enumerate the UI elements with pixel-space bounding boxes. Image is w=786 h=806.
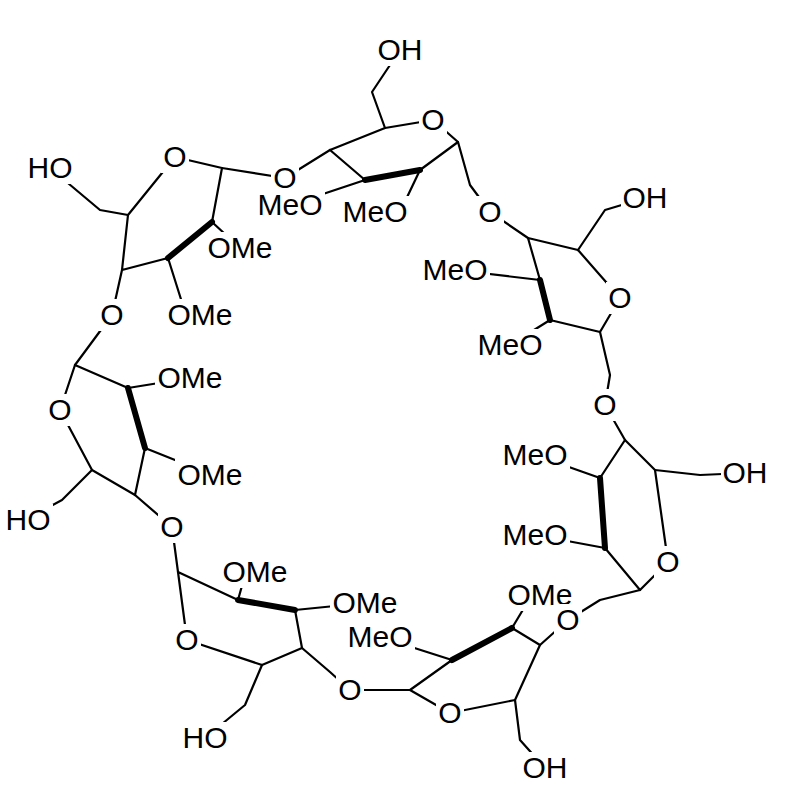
atom-label: O [554, 604, 581, 636]
ring-bonds [410, 628, 540, 713]
atom-label: OMe [165, 299, 234, 331]
bold-bond [540, 280, 550, 320]
bold-bond [128, 388, 145, 448]
atom-label: MeO [255, 189, 324, 221]
substituent-bonds [285, 50, 490, 212]
bold-bond [452, 628, 512, 660]
substituent-bonds [25, 315, 200, 527]
atom-label: O [336, 674, 363, 706]
atom-label: O [173, 624, 200, 656]
atom-label: O [98, 299, 125, 331]
atom-label: O [46, 394, 73, 426]
atom-label: HO [181, 722, 230, 754]
atom-label: OMe [220, 556, 289, 588]
substituent-bonds [455, 198, 645, 405]
atom-label: MeO [340, 196, 409, 228]
atom-label: O [654, 546, 681, 578]
atom-label: O [476, 196, 503, 228]
atom-label: OMe [330, 587, 399, 619]
atom-label: OH [721, 457, 770, 489]
atom-label: OMe [175, 459, 244, 491]
atom-label: OMe [155, 362, 224, 394]
bold-bond [600, 478, 605, 548]
atom-label: O [419, 104, 446, 136]
bold-bond [238, 600, 295, 610]
atom-label: MeO [420, 254, 489, 286]
atom-label: O [161, 141, 188, 173]
atom-label: O [436, 697, 463, 729]
atom-label: O [606, 282, 633, 314]
atom-label: OH [521, 752, 570, 784]
atom-label: HO [26, 152, 75, 184]
atom-label: O [591, 389, 618, 421]
atom-label: MeO [475, 329, 544, 361]
atom-label: OH [376, 34, 425, 66]
bold-bond [365, 170, 420, 180]
atom-label: HO [4, 504, 53, 536]
atom-label: MeO [345, 621, 414, 653]
substituent-bonds [172, 527, 365, 738]
atom-label: O [158, 511, 185, 543]
atom-label: MeO [500, 439, 569, 471]
substituent-bonds [50, 168, 285, 315]
atom-label: OH [621, 182, 670, 214]
atom-label: OMe [205, 232, 274, 264]
atom-label: MeO [500, 519, 569, 551]
ring-bonds [60, 365, 145, 495]
